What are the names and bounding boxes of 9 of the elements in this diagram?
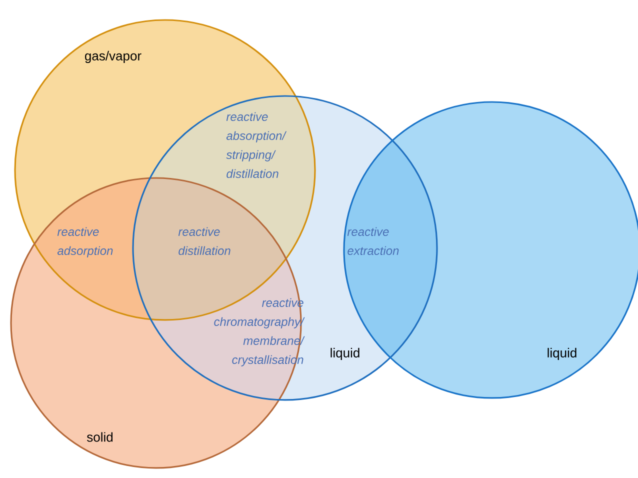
region-label: reactive adsorption: [57, 227, 113, 258]
region-label: reactive absorption/ stripping/ distillation: [226, 112, 287, 178]
circle-label: gas/vapor: [85, 50, 142, 64]
region-label: reactive distillation: [178, 227, 230, 255]
circle: [132, 95, 438, 401]
circle-label: liquid: [548, 348, 576, 360]
circle-label: liquid: [330, 348, 360, 360]
region-label: reactive extraction: [347, 227, 399, 255]
circle-label: solid: [87, 432, 113, 442]
